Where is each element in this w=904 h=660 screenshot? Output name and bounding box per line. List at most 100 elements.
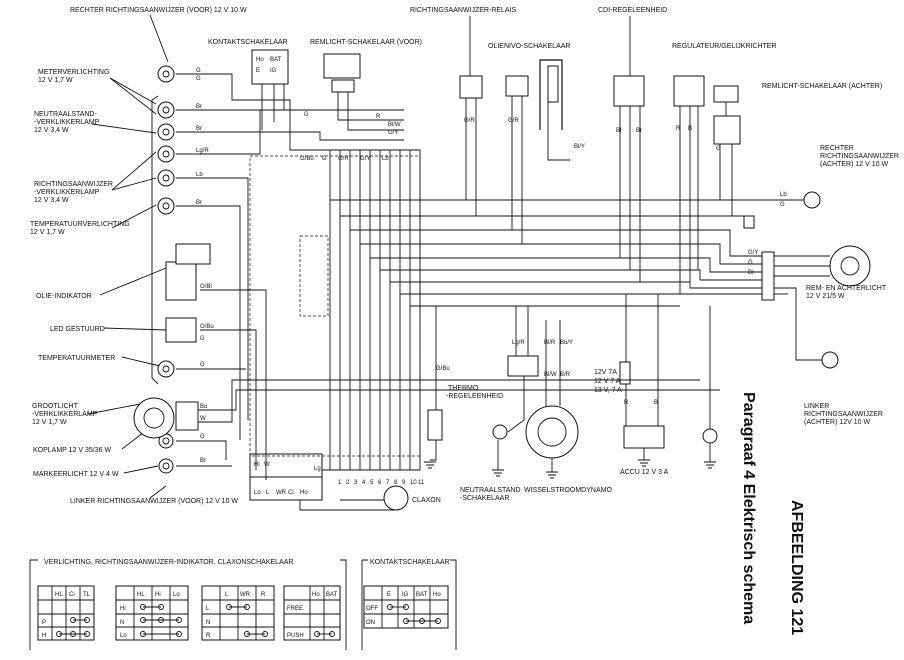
svg-text:Hi: Hi: [155, 592, 161, 598]
svg-text:L: L: [206, 606, 210, 612]
svg-text:Hi: Hi: [120, 606, 126, 612]
label-rechter-achter-3: (ACHTER) 12 V 10 W: [820, 161, 888, 168]
label-kontakt-title: KONTAKTSCHAKELAAR: [370, 559, 450, 566]
label-temp-verlichting-spec: 12 V 1,7 W: [30, 229, 65, 236]
connector-numbers: 1 2 3 4 5 6 7 8 9 10 11: [338, 480, 425, 486]
label-neutraal-schak: NEUTRAALSTAND: [460, 487, 521, 494]
svg-text:G: G: [200, 362, 205, 368]
svg-text:G/Bu: G/Bu: [300, 156, 314, 162]
svg-text:G/Y: G/Y: [360, 156, 370, 162]
linker-achter-bulb: [821, 351, 839, 369]
leader: [111, 177, 157, 191]
svg-text:G: G: [716, 146, 721, 152]
label-grootlicht-spec: 12 V 1,7 W: [32, 419, 67, 426]
float-switch: [539, 59, 563, 130]
svg-text:P: P: [42, 620, 46, 626]
svg-text:G: G: [322, 156, 327, 162]
svg-text:G: G: [748, 260, 753, 266]
label-claxon: CLAXON: [412, 497, 441, 504]
svg-text:Lg/R: Lg/R: [512, 340, 525, 346]
svg-text:WR: WR: [276, 490, 287, 496]
relais-box: [459, 75, 483, 99]
label-koplamp: KOPLAMP 12 V 35/36 W: [33, 447, 111, 454]
svg-text:W: W: [264, 462, 270, 468]
svg-text:Lb: Lb: [196, 172, 203, 178]
leader: [109, 77, 157, 105]
fuse-icon: [619, 361, 631, 385]
svg-text:Bu: Bu: [200, 404, 207, 410]
svg-text:Br: Br: [636, 128, 642, 134]
label-fuse-c: 13 V, 7 A: [594, 387, 622, 394]
svg-text:G/Bu: G/Bu: [200, 324, 214, 330]
regulateur-box: [673, 75, 705, 107]
leader: [123, 465, 159, 474]
svg-text:Br: Br: [196, 104, 202, 110]
svg-text:OFF: OFF: [366, 606, 378, 612]
svg-text:B/R: B/R: [560, 372, 571, 378]
relay-mid-box: [507, 355, 539, 377]
harness-bundle: [249, 155, 421, 457]
svg-text:Bl/R: Bl/R: [544, 340, 556, 346]
label-olienivo: OLIENIVO-SCHAKELAAR: [488, 43, 570, 50]
svg-text:Bl/W: Bl/W: [388, 122, 401, 128]
svg-text:Bl/W: Bl/W: [544, 372, 557, 378]
svg-text:G: G: [196, 76, 201, 82]
code-ho: Ho: [256, 57, 264, 63]
svg-text:G/Y: G/Y: [748, 250, 758, 256]
svg-text:R: R: [261, 592, 266, 598]
ground-bulb: [702, 428, 718, 444]
leader: [111, 151, 157, 191]
svg-text:B: B: [688, 126, 692, 132]
svg-text:Ho: Ho: [312, 592, 320, 598]
svg-text:R: R: [376, 114, 381, 120]
kontaktschakelaar-box: [251, 49, 289, 85]
leader: [87, 403, 141, 415]
label-linker-voor: LINKER RICHTINGSAANWIJZER (VOOR) 12 V 10…: [70, 498, 238, 505]
svg-text:E: E: [387, 592, 391, 598]
label-neutraal-schak-2: -SCHAKELAAR: [460, 495, 509, 502]
svg-text:Lb: Lb: [382, 156, 389, 162]
rechter-achter-bulb: [803, 191, 821, 209]
svg-text:5: 5: [370, 480, 374, 486]
label-thermo: THERMO: [448, 385, 479, 392]
svg-text:Br: Br: [200, 458, 206, 464]
harness-sleeve: [299, 235, 329, 317]
svg-text:BAT: BAT: [416, 592, 428, 598]
svg-text:1: 1: [338, 480, 342, 486]
olie-indikator-box: [165, 261, 197, 301]
olie-connector: [175, 243, 211, 265]
svg-text:Br: Br: [196, 126, 202, 132]
svg-text:HL: HL: [55, 592, 63, 598]
label-dynamo: WISSELSTROOMDYNAMO: [524, 487, 612, 494]
remlicht-achter-box: [713, 85, 739, 103]
leader: [109, 77, 157, 115]
svg-text:Br: Br: [196, 200, 202, 206]
svg-text:W: W: [200, 416, 206, 422]
svg-text:11: 11: [418, 480, 425, 486]
leader: [91, 123, 157, 134]
svg-text:H: H: [42, 633, 46, 639]
svg-text:L: L: [225, 592, 229, 598]
svg-text:G: G: [200, 434, 205, 440]
svg-text:9: 9: [402, 480, 406, 486]
switch-tables: VERLICHTING, RICHTINGSAANWIJZER-INDIKATO…: [29, 559, 457, 650]
svg-text:B: B: [654, 400, 658, 406]
label-rechter-voor: RECHTER RICHTINGSAANWIJZER (VOOR) 12 V 1…: [70, 7, 247, 14]
svg-text:G/Y: G/Y: [388, 130, 398, 136]
svg-text:7: 7: [386, 480, 390, 486]
label-rem-achterlicht: REM- EN ACHTERLICHT: [806, 285, 887, 292]
svg-text:8: 8: [394, 480, 398, 486]
label-cdi: CDI-REGELEENHEID: [598, 7, 667, 14]
neutraal-schakelaar-icon: [492, 424, 508, 440]
label-rem-spec: 12 V 21/5 W: [806, 293, 845, 300]
svg-text:IG: IG: [402, 592, 409, 598]
figure-subtitle: Paragraaf 4 Elektrisch schema: [740, 392, 757, 624]
label-neutraal-lamp-2: -VERKLIKKERLAMP: [34, 119, 100, 126]
svg-text:Ho: Ho: [300, 490, 308, 496]
svg-text:Ci: Ci: [288, 490, 294, 496]
figure-title: AFBEELDING 121: [788, 500, 805, 635]
leader: [121, 356, 161, 367]
svg-text:N: N: [120, 620, 124, 626]
svg-text:R: R: [676, 126, 681, 132]
